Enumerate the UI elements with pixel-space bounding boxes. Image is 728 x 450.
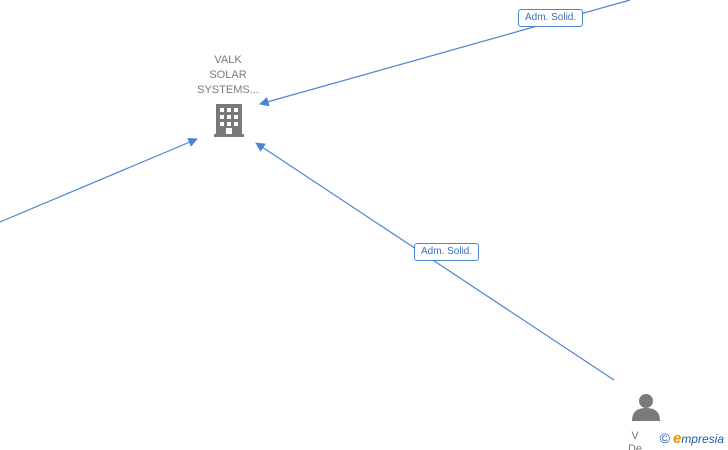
copyright-symbol: © [659,430,670,446]
company-node-label[interactable]: VALK SOLAR SYSTEMS... [197,54,259,96]
edge-label-top[interactable]: Adm. Solid. [518,9,584,27]
edge-person-to-company [255,142,615,381]
edge-left-to-company [0,137,198,223]
brand-logo-e: e [672,430,682,447]
person-node-label[interactable]: V De [627,430,643,450]
edge-label-person[interactable]: Adm. Solid. [414,243,480,261]
brand-name: mpresia [681,432,724,446]
person-icon[interactable] [632,394,660,421]
empresia-watermark: ©empresia [660,430,724,447]
building-icon[interactable] [214,104,244,137]
